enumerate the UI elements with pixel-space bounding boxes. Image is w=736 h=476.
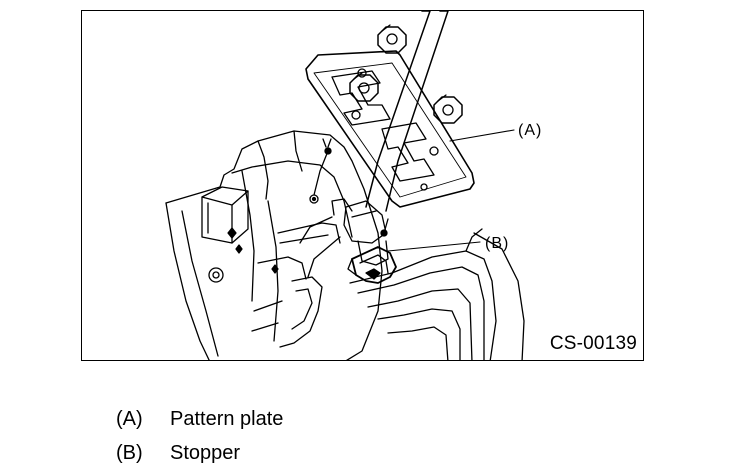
leader-line-a	[449, 129, 515, 142]
leader-lines	[387, 129, 515, 252]
callout-label-a: (A)	[518, 122, 543, 139]
nuts	[349, 24, 463, 124]
legend: (A) Pattern plate (B) Stopper	[116, 402, 283, 470]
shift-housing-right	[349, 228, 525, 360]
legend-text: Pattern plate	[170, 407, 284, 430]
cropped-text-fragment	[0, 0, 260, 2]
mounting-studs	[313, 150, 389, 234]
legend-item: (A) Pattern plate	[116, 402, 283, 436]
figure-code: CS-00139	[549, 333, 637, 354]
pattern-plate-illustration	[165, 11, 525, 360]
shift-lever	[299, 11, 449, 278]
nut-right	[433, 94, 463, 124]
transmission-housing	[165, 130, 383, 360]
callout-label-b: (B)	[485, 235, 510, 252]
legend-item: (B) Stopper	[116, 436, 283, 470]
legend-key: (B)	[116, 441, 143, 464]
nut-middle	[349, 72, 379, 102]
stopper	[347, 246, 397, 284]
housing-boss	[201, 186, 249, 244]
legend-text: Stopper	[170, 441, 241, 464]
nut-top	[377, 24, 407, 54]
figure-frame: (A) (B) CS-00139	[81, 10, 644, 361]
leader-line-b	[387, 241, 481, 252]
pattern-plate	[305, 50, 475, 208]
legend-key: (A)	[116, 407, 143, 430]
